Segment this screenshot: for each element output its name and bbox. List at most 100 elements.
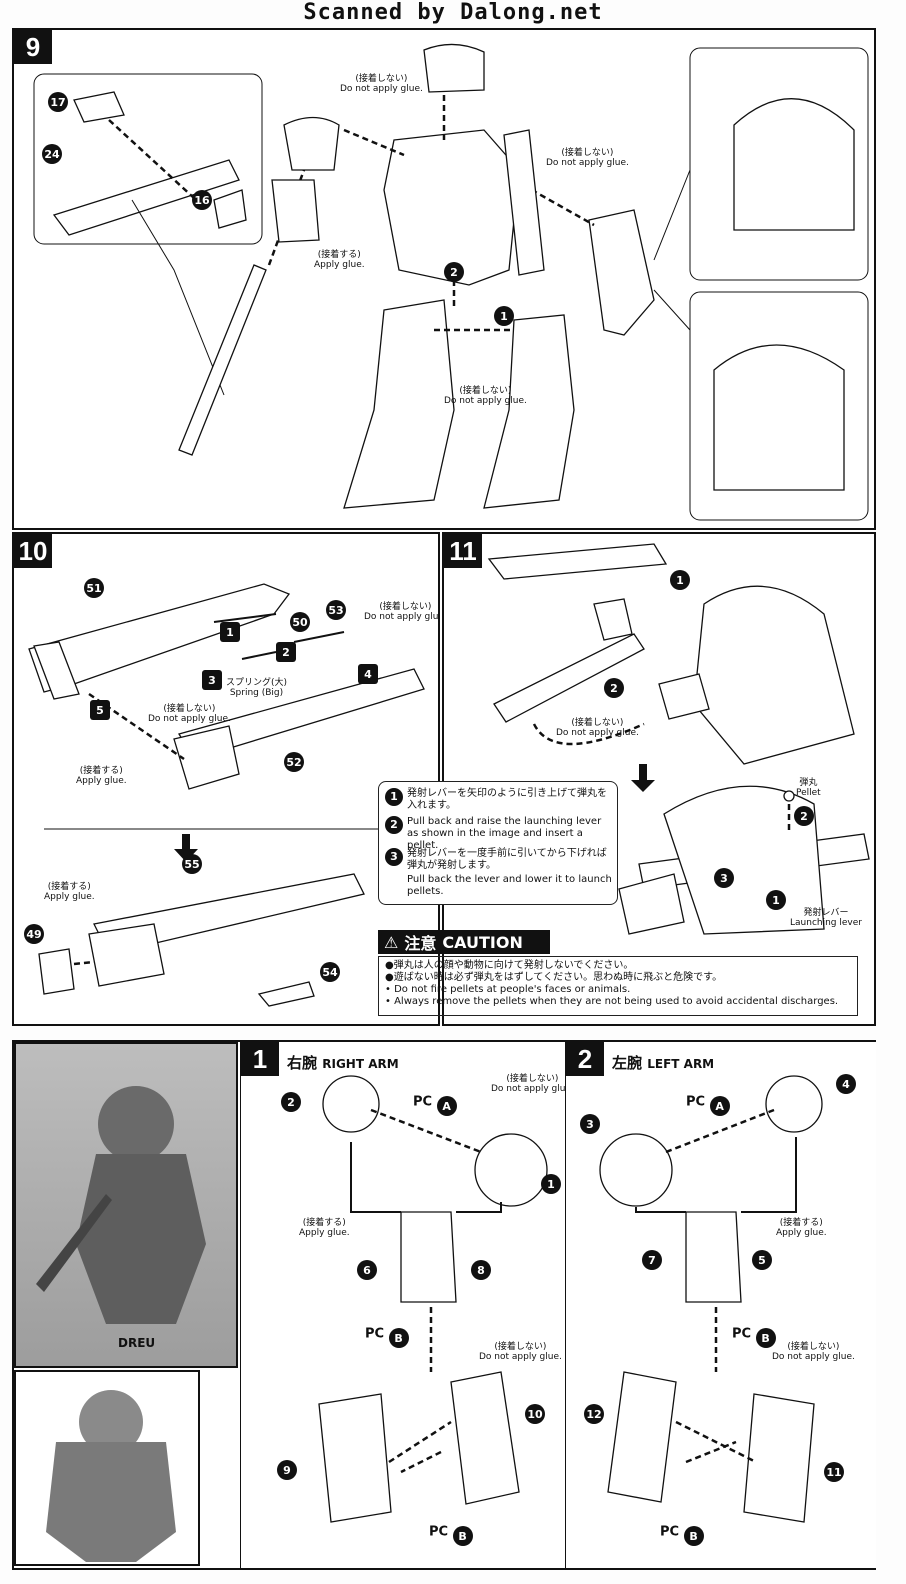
step-2-panel: 2 左腕 LEFT ARM 3 4 7 5 12 11 PC A PC B xyxy=(566,1042,876,1568)
grip-part-16 xyxy=(213,189,247,229)
part-3-badge: 3 xyxy=(580,1114,600,1134)
part-7-badge: 7 xyxy=(642,1250,662,1270)
rifle-part-24 xyxy=(52,159,240,236)
part-11-badge: 11 xyxy=(824,1462,844,1482)
note-no-glue-forearm: (接着しない)Do not apply glue. xyxy=(479,1342,562,1362)
instr-3-en: Pull back the lever and lower it to laun… xyxy=(407,874,612,897)
part-53-badge: 53 xyxy=(326,600,346,620)
step-10-panel: 10 51 50 53 52 55 49 54 1 2 3 4 5 xyxy=(12,532,440,1026)
note-apply-glue: (接着する)Apply glue. xyxy=(314,250,365,270)
callout-4: 4 xyxy=(358,664,378,684)
step-10-illustration xyxy=(28,583,434,1007)
callout-2: 2 xyxy=(276,642,296,662)
scope-part-17 xyxy=(73,91,125,123)
dreu-rear-photo xyxy=(14,1370,200,1566)
rifle-inset-frame xyxy=(33,73,263,245)
shoulder-joint-2 xyxy=(322,1075,380,1133)
part-8-badge: 8 xyxy=(471,1260,491,1280)
note-no-glue-head: (接着しない)Do not apply glue. xyxy=(340,74,423,94)
forearm-12 xyxy=(607,1371,677,1503)
caution-jp-1: ●弾丸は人の顔や動物に向けて発射しないでください。 xyxy=(385,960,634,971)
part-5-badge: 5 xyxy=(752,1250,772,1270)
instr-1-jp: 発射レバーを矢印のように引き上げて弾丸を入れます。 xyxy=(407,788,607,811)
callout-1: 1 xyxy=(494,306,514,326)
step-9-number: 9 xyxy=(14,30,52,64)
step-2-number: 2 xyxy=(566,1042,604,1076)
part-17-badge: 17 xyxy=(48,92,68,112)
note-no-glue-rod: (接着しない)Do not apply glue. xyxy=(364,602,440,622)
mobile-suit-upper xyxy=(693,585,855,765)
right-arm xyxy=(271,179,320,243)
step-1-title: 右腕 RIGHT ARM xyxy=(287,1054,399,1072)
part-54 xyxy=(257,981,315,1007)
part-49 xyxy=(38,948,75,995)
detail-inset-top xyxy=(689,47,869,281)
dreu-photo xyxy=(14,1042,238,1368)
pc-b-label-bottom: PC B xyxy=(660,1522,704,1546)
forearm-10 xyxy=(450,1371,520,1505)
watermark: Scanned by Dalong.net xyxy=(303,0,603,25)
part-54-badge: 54 xyxy=(320,962,340,982)
part-49-badge: 49 xyxy=(24,924,44,944)
shoulder-cap-1 xyxy=(474,1133,548,1207)
callout-1: 1 xyxy=(220,622,240,642)
step-10-number: 10 xyxy=(14,534,52,568)
instr-2-num: 2 xyxy=(385,816,403,834)
right-leg xyxy=(343,299,455,509)
detail-inset-bottom xyxy=(689,291,869,521)
note-no-glue: (接着しない)Do not apply glue. xyxy=(556,718,639,738)
launch-instructions: 1 発射レバーを矢印のように引き上げて弾丸を入れます。 2 Pull back … xyxy=(378,781,618,905)
step-11-number: 11 xyxy=(444,534,482,568)
step-1-number: 1 xyxy=(241,1042,279,1076)
part-9-badge: 9 xyxy=(277,1460,297,1480)
note-no-glue-shoulder: (接着しない)Do not apply glue. xyxy=(546,148,629,168)
left-shoulder-armor xyxy=(588,209,655,336)
caution-body: ●弾丸は人の顔や動物に向けて発射しないでください。 ●遊ばない時は必ず弾丸をはず… xyxy=(378,956,858,1016)
forearm-11 xyxy=(743,1393,815,1523)
upper-arm xyxy=(685,1211,742,1303)
part-6-badge: 6 xyxy=(357,1260,377,1280)
spring-big xyxy=(241,651,277,660)
back-thruster xyxy=(503,129,545,276)
callout-1-lower: 1 xyxy=(766,890,786,910)
instr-2-en: Pull back and raise the launching lever … xyxy=(407,816,602,851)
right-shoulder xyxy=(283,116,340,171)
part-10-badge: 10 xyxy=(525,1404,545,1424)
upper-arm xyxy=(400,1211,457,1303)
note-apply-glue: (接着する)Apply glue. xyxy=(299,1218,350,1238)
instr-1-num: 1 xyxy=(385,788,403,806)
instr-3-jp: 発射レバーを一度手前に引いてから下げれば弾丸が発射します。 xyxy=(407,848,607,871)
launcher-held xyxy=(493,633,645,723)
assembled-rifle xyxy=(178,264,267,456)
step-2-illustration xyxy=(599,1075,823,1523)
step-9-panel: 9 xyxy=(12,28,876,530)
note-apply-glue-barrel: (接着する)Apply glue. xyxy=(76,766,127,786)
part-24-badge: 24 xyxy=(42,144,62,164)
lever-rod-53 xyxy=(293,631,345,643)
forearm-9 xyxy=(318,1393,392,1523)
step-1-illustration xyxy=(318,1075,548,1523)
pellet xyxy=(783,790,795,802)
note-no-glue-legs: (接着しない)Do not apply glue. xyxy=(444,386,527,406)
pc-b-label-top: PC B xyxy=(732,1324,776,1348)
shoulder-joint-4 xyxy=(765,1075,823,1133)
note-no-glue-shoulder: (接着しない)Do not apply glue. xyxy=(491,1074,566,1094)
photo-caption: DREU xyxy=(118,1336,156,1350)
note-apply-glue-end: (接着する)Apply glue. xyxy=(44,882,95,902)
note-apply-glue: (接着する)Apply glue. xyxy=(776,1218,827,1238)
head xyxy=(423,43,485,93)
spring-label: スプリング(大)Spring (Big) xyxy=(226,678,288,698)
part-55-badge: 55 xyxy=(182,854,202,874)
caution-en-2: • Always remove the pellets when they ar… xyxy=(385,996,839,1007)
callout-3: 3 xyxy=(202,670,222,690)
callout-3-lower: 3 xyxy=(714,868,734,888)
callout-5: 5 xyxy=(90,700,110,720)
part-1-badge: 1 xyxy=(541,1174,561,1194)
instr-3-num: 3 xyxy=(385,848,403,866)
torso xyxy=(383,129,520,286)
dreu-rear-silhouette xyxy=(46,1390,176,1562)
